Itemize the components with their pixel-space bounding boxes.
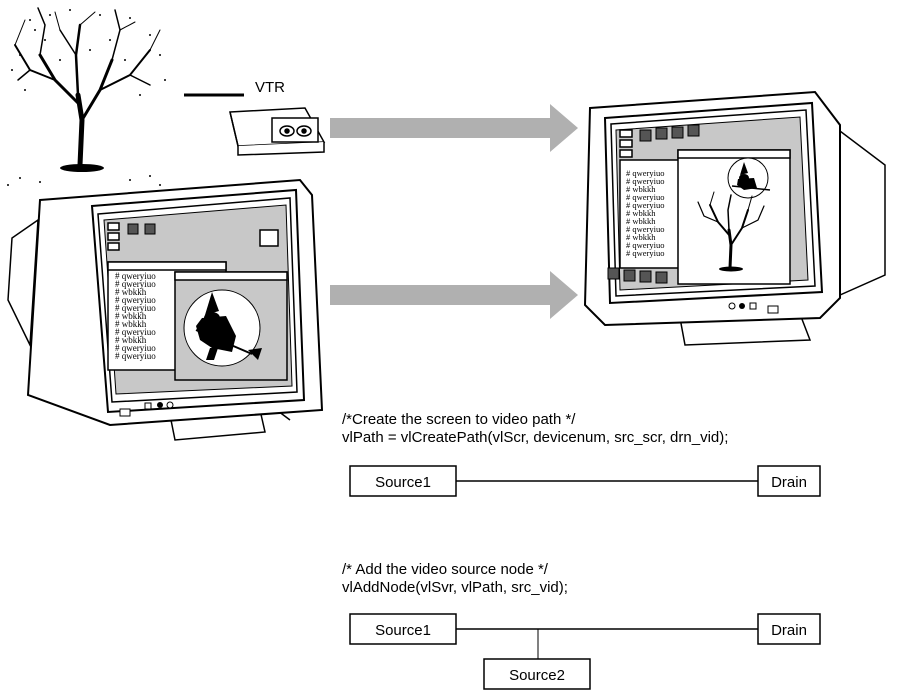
svg-text:# qweryiuo: # qweryiuo bbox=[626, 224, 664, 234]
svg-text:# qweryiuo: # qweryiuo bbox=[115, 271, 156, 281]
right-window-text: # qweryiuo # qweryiuo # wbkkh # qweryiuo… bbox=[626, 168, 664, 258]
path-diagram-1: Source1 Drain bbox=[349, 465, 821, 497]
diagram1-drain-label: Drain bbox=[771, 474, 807, 491]
svg-text:# qweryiuo: # qweryiuo bbox=[626, 192, 664, 202]
vtr-label: VTR bbox=[255, 79, 285, 96]
svg-text:# qweryiuo: # qweryiuo bbox=[626, 240, 664, 250]
diagram2-source-label: Source1 bbox=[375, 622, 431, 639]
diagram1-drain-box bbox=[757, 465, 821, 497]
svg-text:# wbkkh: # wbkkh bbox=[626, 184, 656, 194]
svg-text:# qweryiuo: # qweryiuo bbox=[115, 327, 156, 337]
arrow-vtr-to-monitor bbox=[330, 104, 578, 152]
svg-text:# wbkkh: # wbkkh bbox=[115, 287, 147, 297]
svg-text:# wbkkh: # wbkkh bbox=[626, 216, 656, 226]
svg-text:# qweryiuo: # qweryiuo bbox=[115, 279, 156, 289]
svg-text:# wbkkh: # wbkkh bbox=[626, 232, 656, 242]
svg-text:# qweryiuo: # qweryiuo bbox=[626, 176, 664, 186]
diagram2-drain-label: Drain bbox=[771, 622, 807, 639]
vtr-device bbox=[229, 107, 326, 156]
tree-image bbox=[7, 7, 166, 186]
svg-text:# qweryiuo: # qweryiuo bbox=[626, 248, 664, 258]
diagram2-source2-label: Source2 bbox=[509, 667, 565, 684]
left-monitor bbox=[7, 178, 324, 441]
svg-text:# qweryiuo: # qweryiuo bbox=[115, 351, 156, 361]
code2-comment: /* Add the video source node */ bbox=[342, 561, 549, 578]
right-monitor bbox=[583, 90, 886, 346]
path-diagram-2: Source1 Drain Source2 bbox=[349, 613, 821, 690]
svg-text:# qweryiuo: # qweryiuo bbox=[626, 168, 664, 178]
svg-text:# qweryiuo: # qweryiuo bbox=[115, 303, 156, 313]
diagram1-source-label: Source1 bbox=[375, 474, 431, 491]
svg-text:# qweryiuo: # qweryiuo bbox=[115, 295, 156, 305]
svg-text:# qweryiuo: # qweryiuo bbox=[626, 200, 664, 210]
left-window-text: # qweryiuo # qweryiuo # wbkkh # qweryiuo… bbox=[115, 271, 156, 361]
code1-comment: /*Create the screen to video path */ bbox=[342, 411, 576, 428]
svg-text:# qweryiuo: # qweryiuo bbox=[115, 343, 156, 353]
arrow-screen-to-monitor bbox=[330, 271, 578, 319]
svg-text:# wbkkh: # wbkkh bbox=[626, 208, 656, 218]
diagram2-drain-box bbox=[757, 613, 821, 645]
code1-call: vlPath = vlCreatePath(vlScr, devicenum, … bbox=[342, 429, 728, 446]
diagram2-source2-box bbox=[483, 658, 591, 690]
svg-text:# wbkkh: # wbkkh bbox=[115, 319, 147, 329]
svg-text:# wbkkh: # wbkkh bbox=[115, 311, 147, 321]
code2-call: vlAddNode(vlSvr, vlPath, src_vid); bbox=[342, 579, 568, 596]
small-tree-image bbox=[697, 191, 765, 272]
diagram1-source-box bbox=[349, 465, 457, 497]
svg-text:# wbkkh: # wbkkh bbox=[115, 335, 147, 345]
